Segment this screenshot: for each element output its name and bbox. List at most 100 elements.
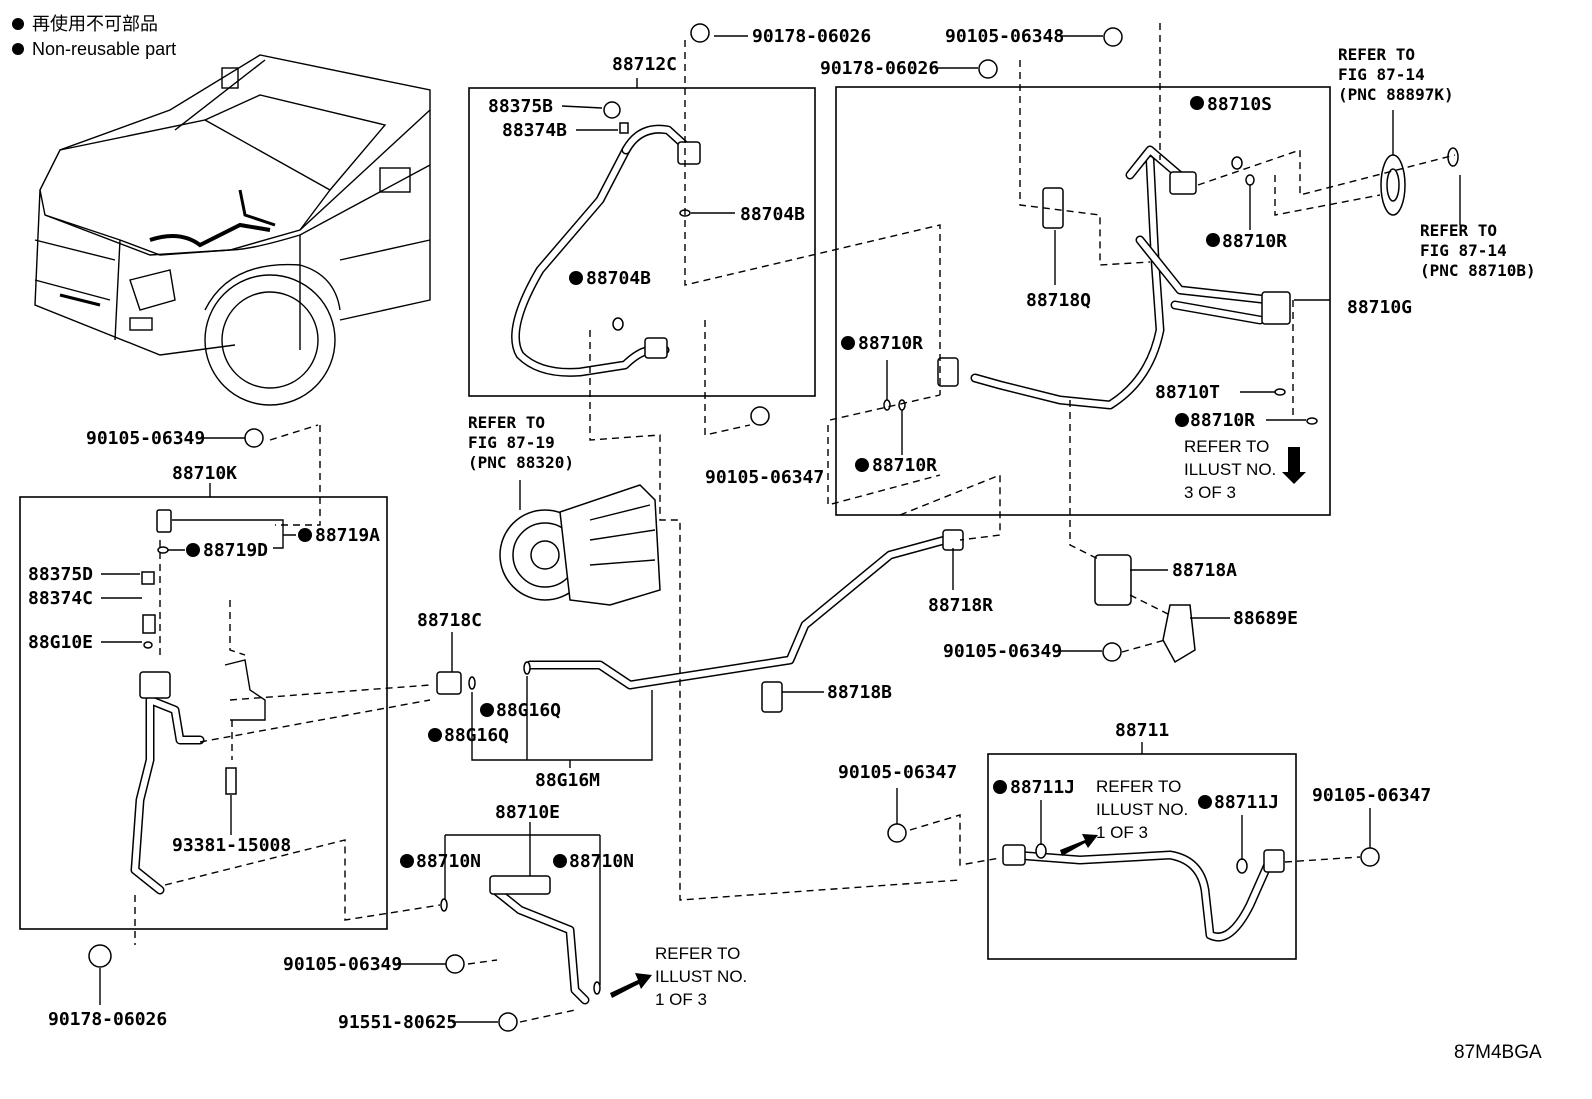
callout-88710R: 88710R — [1222, 231, 1287, 252]
box-88710K — [19, 496, 388, 930]
callout-90105-06349: 90105-06349 — [283, 954, 402, 975]
callout-90178-06026: 90178-06026 — [820, 58, 939, 79]
callout-88719D: 88719D — [203, 540, 268, 561]
callout-88G10E: 88G10E — [28, 632, 93, 653]
ref-fig8714-top-line2: FIG 87-14 — [1338, 65, 1425, 84]
ref-illust3of3-line3: 3 OF 3 — [1184, 483, 1236, 502]
box-88710G — [835, 86, 1331, 516]
fitting-88710G-right — [1261, 291, 1291, 325]
callout-88710R: 88710R — [872, 455, 937, 476]
callout-88375B: 88375B — [488, 96, 553, 117]
callout-88711: 88711 — [1115, 720, 1169, 741]
o-rings — [143, 156, 1318, 995]
bolt-91551 — [498, 1012, 518, 1032]
callout-88G16Q: 88G16Q — [496, 700, 561, 721]
bolt-90105-06348 — [1103, 27, 1123, 47]
bracket-88689E — [1162, 604, 1196, 664]
ref-illust1of3-a-line3: 1 OF 3 — [1096, 823, 1148, 842]
callout-88710T: 88710T — [1155, 382, 1220, 403]
non-reusable-marker-icon — [1175, 413, 1189, 427]
callout-88711J: 88711J — [1214, 792, 1279, 813]
ref-fig8714-top-line1: REFER TO — [1338, 45, 1415, 64]
fitting-88711-right — [1263, 849, 1285, 873]
fitting-88712C-top — [677, 141, 701, 165]
callout-90105-06347: 90105-06347 — [838, 762, 957, 783]
callout-90105-06347: 90105-06347 — [1312, 785, 1431, 806]
ref-illust1of3-a-line1: REFER TO — [1096, 777, 1181, 796]
callout-88689E: 88689E — [1233, 608, 1298, 629]
callout-90178-06026: 90178-06026 — [752, 26, 871, 47]
bolt-90105-06347-c — [1360, 847, 1380, 867]
ref-illust3of3-line2: ILLUST NO. — [1184, 460, 1276, 479]
callout-88718R: 88718R — [928, 595, 993, 616]
non-reusable-marker-icon — [428, 728, 442, 742]
block-88710E — [489, 875, 551, 895]
ref-fig8719-line1: REFER TO — [468, 413, 545, 432]
non-reusable-marker-icon — [1190, 96, 1204, 110]
ref-fig8719-line2: FIG 87-19 — [468, 433, 555, 452]
fitting-88710G-left — [937, 357, 959, 387]
callout-88G16Q: 88G16Q — [444, 725, 509, 746]
nut-90178-bot — [88, 944, 112, 968]
callout-90105-06347: 90105-06347 — [705, 467, 824, 488]
callout-88718A: 88718A — [1172, 560, 1237, 581]
legend: 再使用不可部品 Non-reusable part — [12, 14, 176, 59]
callout-88710E: 88710E — [495, 802, 560, 823]
non-reusable-marker-icon — [186, 543, 200, 557]
legend-japanese: 再使用不可部品 — [32, 14, 158, 34]
callout-88375D: 88375D — [28, 564, 93, 585]
fitting-88711-left — [1002, 844, 1026, 866]
leader-lines — [99, 35, 1461, 1023]
pipe-end-88710B — [1447, 147, 1459, 167]
arrow-right-icon — [1060, 834, 1098, 856]
compressor — [499, 484, 661, 606]
ref-fig8714-right-line3: (PNC 88710B) — [1420, 261, 1536, 280]
switch-88719A — [156, 509, 172, 533]
ref-fig8714-top-line3: (PNC 88897K) — [1338, 85, 1454, 104]
non-reusable-marker-icon — [400, 854, 414, 868]
callout-88374C: 88374C — [28, 588, 93, 609]
non-reusable-marker-icon — [553, 854, 567, 868]
pipe-88710K — [130, 509, 266, 895]
callout-88G16M: 88G16M — [535, 770, 600, 791]
cap-88375B — [603, 101, 621, 119]
clamp-88718C — [436, 671, 462, 695]
seal-88897K — [1380, 154, 1406, 216]
callout-88711J: 88711J — [1010, 777, 1075, 798]
bolt-90105-06347-a — [750, 406, 770, 426]
non-reusable-marker-icon — [298, 528, 312, 542]
ref-illust1of3-b-line3: 1 OF 3 — [655, 990, 707, 1009]
nut-90178-top — [690, 23, 710, 43]
bolt-90105-06349-a — [244, 428, 264, 448]
bolt-90105-06347-b — [887, 823, 907, 843]
clamp-88718A — [1094, 554, 1132, 606]
valve-88G10E — [142, 614, 156, 634]
dashed-leaders — [134, 23, 1456, 1023]
callout-90105-06349: 90105-06349 — [86, 428, 205, 449]
callout-91551-80625: 91551-80625 — [338, 1012, 457, 1033]
callout-88718B: 88718B — [827, 682, 892, 703]
ref-fig8714-right-line1: REFER TO — [1420, 221, 1497, 240]
callout-88710R: 88710R — [1190, 410, 1255, 431]
ref-illust1of3-a-line2: ILLUST NO. — [1096, 800, 1188, 819]
bracket-88710K — [224, 659, 266, 721]
ref-illust1of3-b-line2: ILLUST NO. — [655, 967, 747, 986]
callout-88719A: 88719A — [315, 525, 380, 546]
arrow-right-icon — [610, 973, 652, 998]
diagram-code: 87M4BGA — [1454, 1042, 1542, 1063]
reference-notes: REFER TO FIG 87-14 (PNC 88897K) REFER TO… — [468, 45, 1536, 1009]
non-reusable-marker-icon — [1198, 795, 1212, 809]
callout-88712C: 88712C — [612, 54, 677, 75]
non-reusable-marker-icon — [569, 271, 583, 285]
callout-88710R: 88710R — [858, 333, 923, 354]
box-88712C — [468, 87, 816, 397]
non-reusable-marker-icon — [1206, 233, 1220, 247]
callout-90105-06349: 90105-06349 — [943, 641, 1062, 662]
callout-88374B: 88374B — [502, 120, 567, 141]
callout-88704B: 88704B — [740, 204, 805, 225]
non-reusable-marker-icon — [855, 458, 869, 472]
callout-88704B-nr: 88704B — [586, 268, 651, 289]
cap-88375D — [141, 571, 155, 585]
ref-fig8714-right-line2: FIG 87-14 — [1420, 241, 1507, 260]
